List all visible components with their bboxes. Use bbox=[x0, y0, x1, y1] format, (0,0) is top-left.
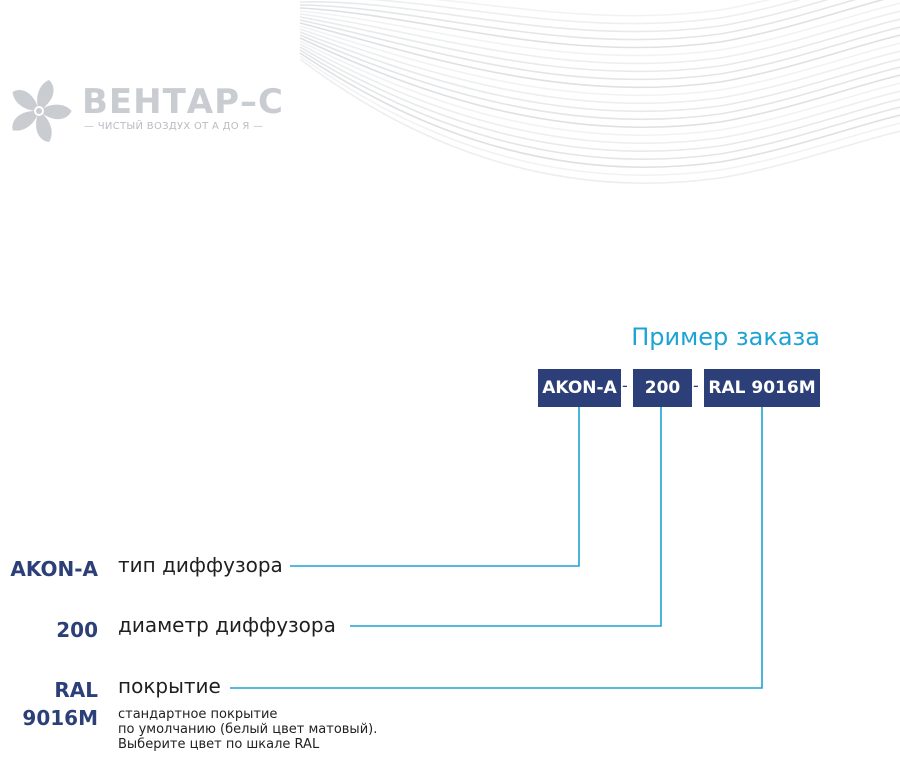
legend-description-diameter: диаметр диффузора bbox=[118, 611, 338, 639]
coating-note: стандартное покрытие по умолчанию (белый… bbox=[118, 707, 378, 752]
connector-coating bbox=[230, 407, 763, 689]
header-stripe bbox=[367, 0, 802, 25]
header-stripe bbox=[299, 31, 900, 113]
header-stripe bbox=[299, 19, 900, 81]
code-part-type: AKON-A bbox=[538, 369, 621, 407]
code-part-diameter: 200 bbox=[633, 369, 692, 407]
header-stripe bbox=[299, 55, 900, 176]
legend-code-coating: RAL 9016M bbox=[22, 678, 98, 730]
fan-icon bbox=[12, 80, 72, 142]
header-stripe bbox=[299, 0, 829, 33]
header-stripe bbox=[299, 10, 900, 65]
logo-name: ВЕНТАР–С bbox=[82, 82, 284, 122]
header-stripe bbox=[299, 16, 900, 73]
legend-code-diameter: 200 bbox=[56, 618, 98, 642]
header-stripe bbox=[299, 43, 900, 144]
company-logo: ВЕНТАР–С — ЧИСТЫЙ ВОЗДУХ ОТ А ДО Я — bbox=[6, 76, 283, 146]
header-stripe bbox=[299, 0, 857, 41]
connector-diameter bbox=[350, 407, 662, 627]
header-stripe bbox=[435, 0, 771, 17]
order-example-title: Пример заказа bbox=[631, 323, 820, 351]
header-stripe bbox=[299, 2, 900, 57]
header-stripe bbox=[299, 58, 900, 184]
header-decoration bbox=[299, 0, 900, 184]
header-stripe bbox=[299, 37, 900, 129]
header-stripe bbox=[299, 22, 900, 89]
legend-code-type: AKON-A bbox=[10, 557, 98, 581]
connector-type bbox=[290, 407, 580, 567]
code-part-coating: RAL 9016M bbox=[704, 369, 820, 407]
code-separator: - bbox=[622, 376, 628, 395]
code-separator: - bbox=[693, 376, 699, 395]
header-stripe bbox=[299, 46, 900, 152]
logo-slogan: — ЧИСТЫЙ ВОЗДУХ ОТ А ДО Я — bbox=[84, 121, 264, 132]
header-stripe bbox=[299, 28, 900, 105]
legend-description-type: тип диффузора bbox=[118, 551, 285, 579]
header-stripe bbox=[299, 52, 900, 168]
header-stripe bbox=[299, 0, 885, 49]
header-stripe bbox=[299, 40, 900, 137]
header-stripe bbox=[299, 25, 900, 97]
legend-description-coating: покрытие bbox=[118, 672, 223, 700]
header-stripe bbox=[299, 49, 900, 160]
header-stripe bbox=[299, 34, 900, 121]
